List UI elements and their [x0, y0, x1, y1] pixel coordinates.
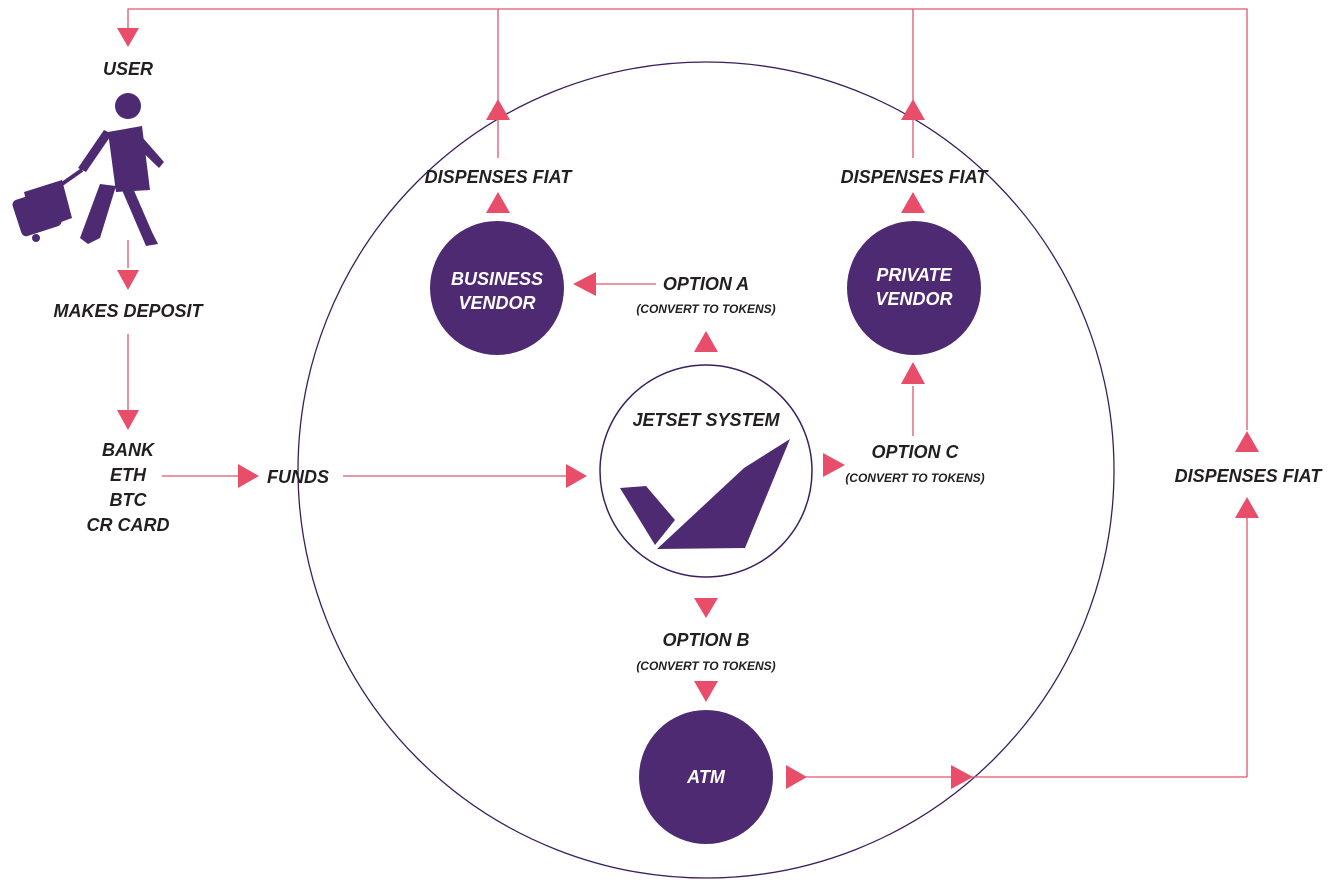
traveler-with-suitcase-icon: [12, 93, 164, 246]
arrow-up-private-dispenses: [901, 192, 925, 213]
atm-node: ATM: [639, 710, 773, 844]
arrow-up-business-dispenses: [486, 192, 510, 213]
checkmark-logo-icon: [620, 439, 790, 549]
business-vendor-node: BUSINESS VENDOR: [430, 221, 564, 355]
user-label: USER: [103, 59, 153, 79]
arrow-up-right-dispenses-bottom: [1235, 497, 1259, 518]
arrow-to-option-c: [823, 453, 845, 477]
dispenses-fiat-private: DISPENSES FIAT: [841, 167, 990, 187]
arrow-up-right-dispenses-top: [1235, 431, 1259, 452]
option-a-label: OPTION A: [663, 274, 749, 294]
jetset-system-node: JETSET SYSTEM: [599, 364, 813, 578]
arrow-to-funds: [238, 464, 259, 488]
private-vendor-line-1: PRIVATE: [876, 265, 952, 285]
business-vendor-line-1: BUSINESS: [451, 269, 543, 289]
system-boundary-ring: [297, 61, 1115, 879]
arrow-from-atm: [786, 765, 807, 789]
deposit-method-eth: ETH: [110, 465, 147, 485]
arrow-up-private-vendor: [901, 362, 925, 384]
option-c-sub: (CONVERT TO TOKENS): [845, 471, 984, 485]
private-vendor-node: PRIVATE VENDOR: [847, 221, 981, 355]
makes-deposit-label: MAKES DEPOSIT: [53, 301, 204, 321]
dispenses-fiat-atm: DISPENSES FIAT: [1175, 466, 1324, 486]
atm-label: ATM: [686, 767, 726, 787]
deposit-method-cr-card: CR CARD: [87, 515, 170, 535]
flow-arrows: [117, 28, 1259, 789]
option-a-sub: (CONVERT TO TOKENS): [636, 302, 775, 316]
arrow-up-option-a: [694, 331, 718, 352]
arrow-to-bank: [117, 410, 139, 430]
arrow-up-private-top: [901, 99, 925, 120]
option-c-label: OPTION C: [871, 442, 959, 462]
arrow-to-user: [117, 28, 139, 47]
arrow-mid-atm-line: [951, 765, 973, 789]
private-vendor-line-2: VENDOR: [875, 289, 952, 309]
dispenses-fiat-business: DISPENSES FIAT: [425, 167, 574, 187]
deposit-method-btc: BTC: [110, 490, 148, 510]
arrow-to-jetset: [566, 464, 587, 488]
deposit-method-bank: BANK: [102, 440, 156, 460]
business-vendor-line-2: VENDOR: [458, 293, 535, 313]
arrow-down-to-atm: [694, 681, 718, 702]
arrow-up-business-top: [486, 99, 510, 120]
funds-label: FUNDS: [267, 467, 329, 487]
option-b-sub: (CONVERT TO TOKENS): [636, 659, 775, 673]
arrow-to-business-vendor: [573, 272, 596, 296]
arrow-down-option-b: [694, 598, 718, 618]
jetset-system-label: JETSET SYSTEM: [632, 410, 780, 430]
connector-lines: [127, 8, 1248, 778]
option-b-label: OPTION B: [662, 630, 749, 650]
arrow-to-deposit: [117, 270, 139, 290]
